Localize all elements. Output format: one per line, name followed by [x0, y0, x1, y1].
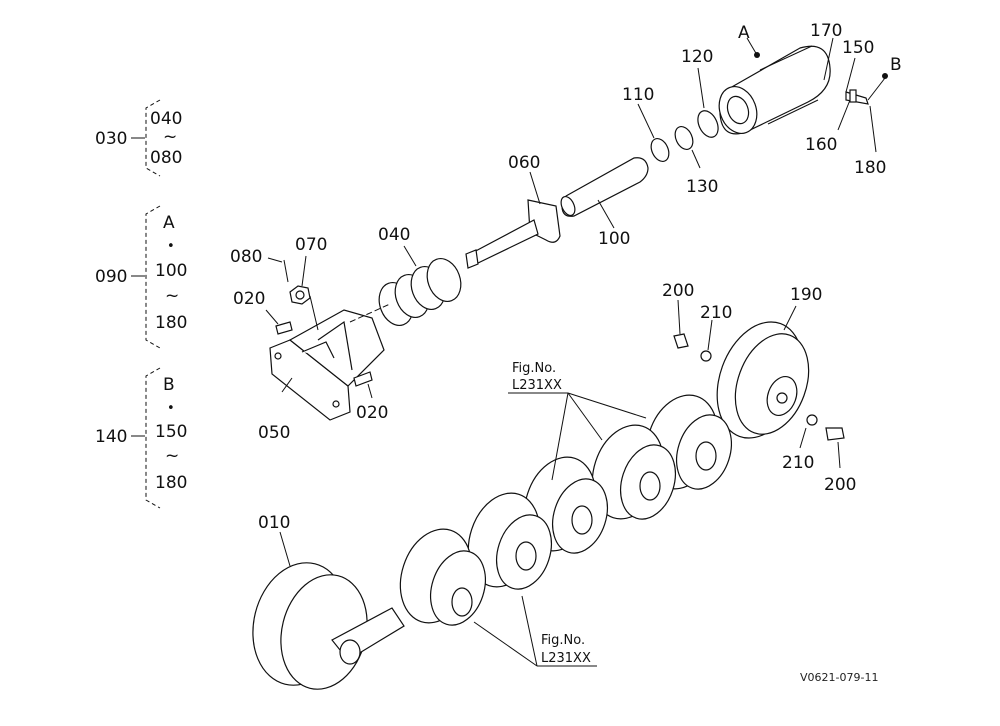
group-090-label: 090 — [95, 267, 127, 287]
drawing-id: V0621-079-11 — [800, 671, 878, 684]
bolt-200-b — [825, 427, 845, 469]
group-090: 090 A • 100 ~ 180 — [95, 205, 187, 349]
callout-210-a: 210 — [700, 303, 732, 323]
grease-nipple — [823, 37, 888, 153]
group-030-label: 030 — [95, 129, 127, 149]
callout-200-b: 200 — [824, 475, 856, 495]
callout-040: 040 — [378, 225, 410, 245]
callout-210-b: 210 — [782, 453, 814, 473]
pin-080 — [267, 257, 289, 283]
callout-050: 050 — [258, 423, 290, 443]
callout-110: 110 — [622, 85, 654, 105]
bolt-200-a — [673, 299, 689, 349]
callout-080: 080 — [230, 247, 262, 267]
group-140-dot: • — [167, 401, 175, 416]
rod-100 — [560, 157, 649, 229]
idler-190 — [716, 305, 810, 439]
figref-lower: Fig.No. L231XX — [473, 595, 597, 667]
figref-upper-line2: L231XX — [512, 378, 562, 393]
group-030-top: 040 — [150, 109, 182, 129]
washer-210-b — [799, 414, 818, 449]
group-090-tilde: ~ — [165, 286, 179, 306]
callout-200-a: 200 — [662, 281, 694, 301]
bracket-050 — [269, 309, 385, 421]
group-030-tilde: ~ — [163, 127, 177, 147]
spring-040 — [378, 245, 462, 326]
roller-3 — [467, 492, 552, 590]
callout-130: 130 — [686, 177, 718, 197]
callout-060: 060 — [508, 153, 540, 173]
group-090-mid: 100 — [155, 261, 187, 281]
group-030-bottom: 080 — [150, 148, 182, 168]
bolt-020-a — [265, 309, 293, 335]
figref-lower-line2: L231XX — [541, 651, 591, 666]
callout-160: 160 — [805, 135, 837, 155]
group-030: 030 040 ~ 080 — [95, 99, 182, 177]
washer-210-a — [700, 319, 713, 362]
idler-010 — [252, 531, 405, 690]
nut-070 — [289, 255, 319, 331]
group-140-tilde: ~ — [165, 446, 179, 466]
group-140-label: 140 — [95, 427, 127, 447]
track-rollers — [399, 394, 732, 626]
group-140-bottom: 180 — [155, 473, 187, 493]
cylinder-assembly — [718, 37, 831, 135]
figref-upper-line1: Fig.No. — [512, 361, 556, 376]
ref-a-label: A — [738, 23, 750, 43]
callout-190: 190 — [790, 285, 822, 305]
group-090-dot: • — [167, 239, 175, 254]
ref-b-label: B — [890, 55, 902, 75]
roller-5 — [591, 424, 676, 520]
roller-2 — [399, 528, 486, 626]
callout-120: 120 — [681, 47, 713, 67]
group-140-top: B — [163, 375, 175, 395]
group-090-bottom: 180 — [155, 313, 187, 333]
callout-150: 150 — [842, 38, 874, 58]
bolt-020-b — [353, 371, 373, 399]
callout-070: 070 — [295, 235, 327, 255]
piston-rod-060 — [465, 171, 561, 269]
ring-130 — [674, 126, 701, 169]
callout-020-b: 020 — [356, 403, 388, 423]
ring-110 — [637, 103, 670, 162]
callout-010: 010 — [258, 513, 290, 533]
figref-lower-line1: Fig.No. — [541, 633, 585, 648]
group-140-mid: 150 — [155, 422, 187, 442]
figref-upper: Fig.No. L231XX — [508, 361, 647, 481]
callout-100: 100 — [598, 229, 630, 249]
group-090-top: A — [163, 213, 175, 233]
callout-020-a: 020 — [233, 289, 265, 309]
group-140: 140 B • 150 ~ 180 — [95, 367, 187, 509]
callout-170: 170 — [810, 21, 842, 41]
o-ring-120 — [697, 67, 719, 138]
callout-180: 180 — [854, 158, 886, 178]
